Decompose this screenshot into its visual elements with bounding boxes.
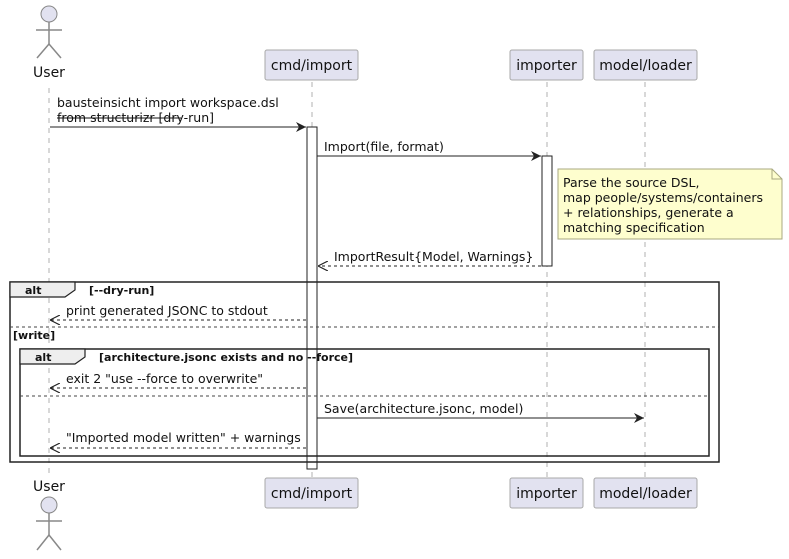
actor-user-bottom [36, 496, 62, 551]
fragment-alt-outer-guard: [--dry-run] [89, 284, 154, 297]
fragment-alt-outer [9, 281, 720, 463]
participant-cmd-import-box [264, 49, 359, 81]
fragment-alt-inner-label: alt [35, 351, 51, 364]
participant-importer-box [509, 49, 584, 81]
fragment-alt-outer-tab [9, 281, 76, 298]
activation-importer [541, 155, 553, 267]
message-3-label: ImportResult{Model, Warnings} [334, 249, 533, 264]
fragment-alt-outer-else-guard: [write] [13, 329, 55, 342]
note-line-4: matching specification [563, 220, 705, 235]
participant-cmd-import-label: cmd/import [271, 58, 353, 74]
participant-cmd-import-label-bottom: cmd/import [271, 486, 353, 502]
fragment-alt-inner-guard: [architecture.jsonc exists and no --forc… [99, 351, 353, 364]
participant-model-loader-label: model/loader [599, 58, 692, 74]
participant-model-loader-box-bottom [593, 477, 698, 509]
participant-user-label: User [33, 65, 65, 81]
participant-user-label-bottom: User [33, 479, 65, 495]
note-line-1: Parse the source DSL, [563, 175, 699, 190]
participant-importer-box-bottom [509, 477, 584, 509]
note-line-3: + relationships, generate a [563, 205, 734, 220]
message-6-label: Save(architecture.jsonc, model) [324, 401, 523, 416]
message-2-label: Import(file, format) [324, 139, 444, 154]
participant-importer-label-bottom: importer [516, 486, 577, 502]
participant-cmd-import-box-bottom [264, 477, 359, 509]
activation-cmd-import [306, 126, 318, 470]
participant-importer-label: importer [516, 58, 577, 74]
fragment-alt-inner-tab [19, 348, 86, 365]
message-7-label: "Imported model written" + warnings [66, 430, 301, 445]
note [557, 168, 783, 240]
message-4-label: print generated JSONC to stdout [66, 303, 268, 318]
fragment-alt-outer-label: alt [25, 284, 41, 297]
note-line-2: map people/systems/containers [563, 190, 763, 205]
fragment-alt-inner [19, 348, 710, 457]
participant-model-loader-label-bottom: model/loader [599, 486, 692, 502]
message-1-line1: bausteinsicht import workspace.dsl [57, 95, 279, 110]
actor-user-top [36, 5, 62, 59]
message-5-label: exit 2 "use --force to overwrite" [66, 371, 263, 386]
participant-model-loader-box [593, 49, 698, 81]
